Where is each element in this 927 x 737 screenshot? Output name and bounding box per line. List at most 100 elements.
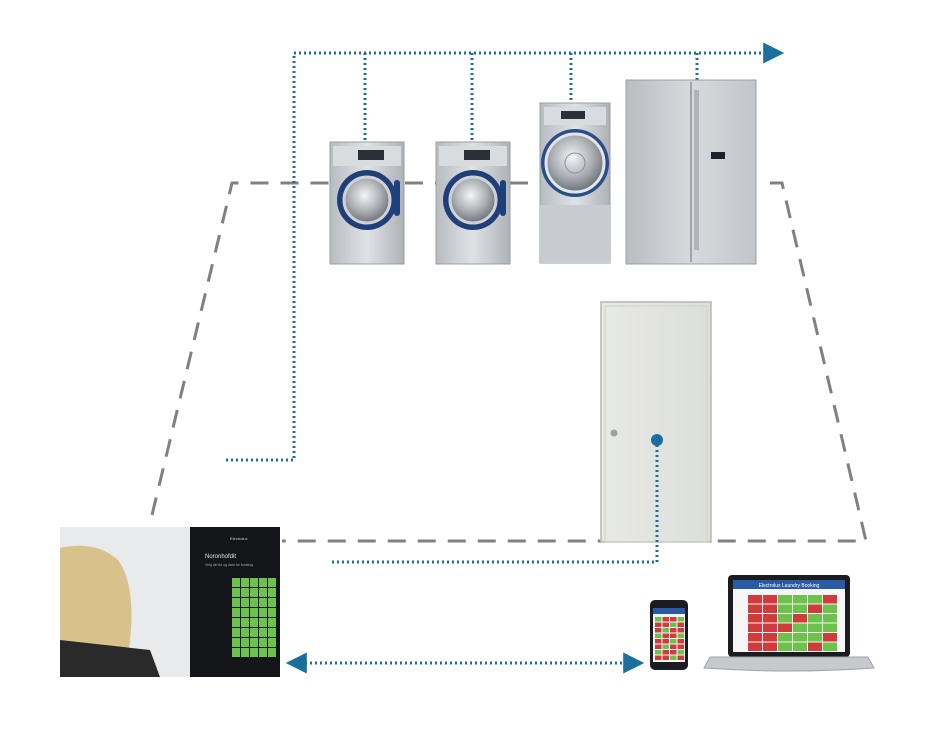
laptop-app-title: Electrolux Laundry Booking: [759, 583, 820, 589]
laptop-slot-cell: [808, 604, 822, 613]
laptop-slot-cell: [823, 595, 837, 604]
kiosk-slot-cell: [232, 618, 240, 627]
laptop-slot-cell: [748, 604, 762, 613]
drying-cabinet: [625, 79, 757, 265]
kiosk-slot-cell: [241, 628, 249, 637]
kiosk-slot-cell: [250, 648, 258, 657]
room-outline: [150, 181, 868, 543]
door-handle-icon: [610, 429, 618, 437]
phone-slot-cell: [655, 644, 662, 649]
laptop-slot-cell: [808, 614, 822, 623]
laptop-slot-cell: [763, 642, 777, 651]
smartphone: [650, 600, 688, 670]
laptop-slot-cell: [763, 595, 777, 604]
kiosk-slot-cell: [259, 628, 267, 637]
phone-slot-cell: [677, 644, 684, 649]
phone-slot-cell: [662, 650, 669, 655]
laptop-slot-cell: [823, 614, 837, 623]
kiosk-slot-cell: [250, 628, 258, 637]
phone-slot-cell: [655, 650, 662, 655]
washer-1-drum-icon: [337, 170, 400, 230]
laptop-slot-cell: [793, 614, 807, 623]
washer-1: [329, 141, 405, 265]
phone-slot-cell: [655, 617, 662, 622]
kiosk-slot-cell: [268, 628, 276, 637]
laptop-slot-cell: [793, 642, 807, 651]
phone-slot-cell: [662, 622, 669, 627]
kiosk-slot-cell: [241, 578, 249, 587]
laptop-slot-cell: [763, 633, 777, 642]
kiosk-slot-cell: [241, 608, 249, 617]
kiosk-slot-cell: [268, 608, 276, 617]
laptop-slot-cell: [748, 633, 762, 642]
kiosk-slot-cell: [259, 618, 267, 627]
tumble-dryer: [539, 102, 611, 264]
phone-slot-cell: [662, 655, 669, 660]
laptop: Electrolux Laundry Booking: [703, 575, 875, 672]
phone-slot-cell: [662, 628, 669, 633]
kiosk-slot-cell: [259, 578, 267, 587]
laptop-slot-cell: [778, 642, 792, 651]
laptop-slot-cell: [748, 642, 762, 651]
kiosk-slot-cell: [232, 648, 240, 657]
network-bus: [226, 42, 785, 462]
kiosk-slot-cell: [259, 588, 267, 597]
phone-slot-cell: [677, 617, 684, 622]
laptop-slot-cell: [793, 604, 807, 613]
kiosk-slot-cell: [232, 588, 240, 597]
phone-slot-cell: [670, 628, 677, 633]
door-sensor-link: [330, 434, 663, 564]
kiosk-slot-cell: [241, 598, 249, 607]
kiosk-slot-cell: [232, 598, 240, 607]
laptop-slot-cell: [793, 633, 807, 642]
phone-slot-cell: [662, 639, 669, 644]
kiosk-slot-cell: [241, 648, 249, 657]
phone-slot-cell: [670, 633, 677, 638]
kiosk-slot-cell: [241, 638, 249, 647]
phone-slot-cell: [670, 650, 677, 655]
laptop-slot-cell: [793, 623, 807, 632]
kiosk-slot-cell: [232, 638, 240, 647]
phone-slot-cell: [662, 644, 669, 649]
kiosk-slot-cell: [268, 618, 276, 627]
kiosk-slot-cell: [250, 638, 258, 647]
phone-slot-cell: [655, 622, 662, 627]
laptop-slot-cell: [808, 633, 822, 642]
phone-slot-cell: [670, 639, 677, 644]
laptop-slot-cell: [823, 633, 837, 642]
laptop-slot-cell: [823, 604, 837, 613]
kiosk-slot-cell: [259, 598, 267, 607]
phone-slot-cell: [655, 633, 662, 638]
kiosk-slot-cell: [259, 648, 267, 657]
laptop-slot-cell: [748, 623, 762, 632]
phone-slot-cell: [670, 617, 677, 622]
kiosk-slot-cell: [250, 578, 258, 587]
kiosk-booking-grid[interactable]: [232, 578, 276, 657]
laptop-slot-cell: [778, 623, 792, 632]
dryer-drum-icon: [541, 129, 609, 197]
phone-slot-cell: [655, 639, 662, 644]
kiosk-slot-cell: [259, 608, 267, 617]
kiosk-slot-cell: [259, 638, 267, 647]
kiosk-slot-cell: [268, 588, 276, 597]
phone-slot-cell: [670, 622, 677, 627]
kiosk-slot-cell: [268, 648, 276, 657]
laptop-slot-cell: [778, 614, 792, 623]
laptop-slot-cell: [763, 614, 777, 623]
phone-slot-cell: [677, 628, 684, 633]
kiosk-slot-cell: [268, 598, 276, 607]
laptop-slot-cell: [763, 623, 777, 632]
kiosk-slot-cell: [250, 598, 258, 607]
kiosk-brand: Electrolux: [230, 536, 248, 541]
laptop-slot-cell: [748, 614, 762, 623]
phone-booking-grid: [655, 617, 684, 660]
washer-2: [435, 141, 511, 265]
phone-slot-cell: [655, 655, 662, 660]
kiosk-slot-cell: [250, 608, 258, 617]
kiosk-slot-cell: [241, 588, 249, 597]
kiosk-slot-cell: [241, 618, 249, 627]
kiosk-slot-cell: [268, 578, 276, 587]
laptop-slot-cell: [808, 595, 822, 604]
kiosk-slot-cell: [250, 618, 258, 627]
phone-slot-cell: [677, 639, 684, 644]
